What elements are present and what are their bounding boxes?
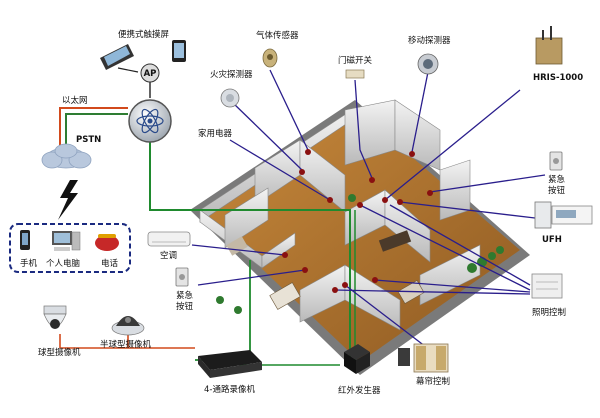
telephone-label: 电话 [101,258,119,269]
appliances-label: 家用电器 [198,128,233,139]
portable-touchscreen-label: 便携式触摸屏 [118,29,170,40]
ufh-label: UFH [542,235,562,245]
emergency-button-left-icon [176,268,188,286]
telephone-icon [95,234,119,251]
dvr-label: 4-通路录像机 [204,384,255,395]
fire-detector-icon [221,89,239,107]
pc-icon [52,231,80,251]
pc-label: 个人电脑 [46,258,81,269]
emergency-button-right-icon [550,152,562,170]
air-conditioner-icon [148,232,190,246]
dvr-icon [198,350,262,378]
emergency-left-label-2: 按钮 [176,301,194,312]
fire-detector-label: 火灾探测器 [210,69,253,80]
lighting-label: 照明控制 [532,307,566,318]
emergency-right-label-1: 紧急 [548,174,566,185]
curtain-control-icon [398,344,448,372]
cloud-icon [42,144,91,168]
door-switch-icon [346,70,364,78]
ap-label: AP [144,69,157,79]
motion-detector-icon [418,54,438,74]
gas-sensor-label: 气体传感器 [256,30,299,41]
emergency-left-label-1: 紧急 [176,290,194,301]
mobile-phone-icon [20,230,30,250]
ethernet-label: 以太网 [62,95,88,106]
ir-emitter-label: 红外发生器 [338,385,381,396]
dome-camera-icon [44,306,66,329]
phone-label: 手机 [20,258,38,269]
curtain-label: 幕帘控制 [416,376,450,387]
hemi-camera-label: 半球型摄像机 [100,339,152,350]
portable-touchscreen-icon [100,40,186,70]
dome-camera-label: 球型摄像机 [38,347,81,358]
pstn-label: PSTN [76,135,101,145]
motion-detector-label: 移动探测器 [408,35,451,46]
ufh-thermostat-icon [535,202,592,228]
hris-unit-icon [536,26,562,64]
hemi-camera-icon [112,316,144,335]
ac-label: 空调 [160,250,177,261]
central-hub-icon [129,100,171,142]
hris-label: HRIS-1000 [533,73,583,83]
gas-sensor-icon [263,49,277,67]
emergency-right-label-2: 按钮 [548,185,566,196]
door-switch-label: 门磁开关 [338,55,373,66]
lighting-control-icon [532,274,562,298]
lightning-icon [58,180,78,220]
